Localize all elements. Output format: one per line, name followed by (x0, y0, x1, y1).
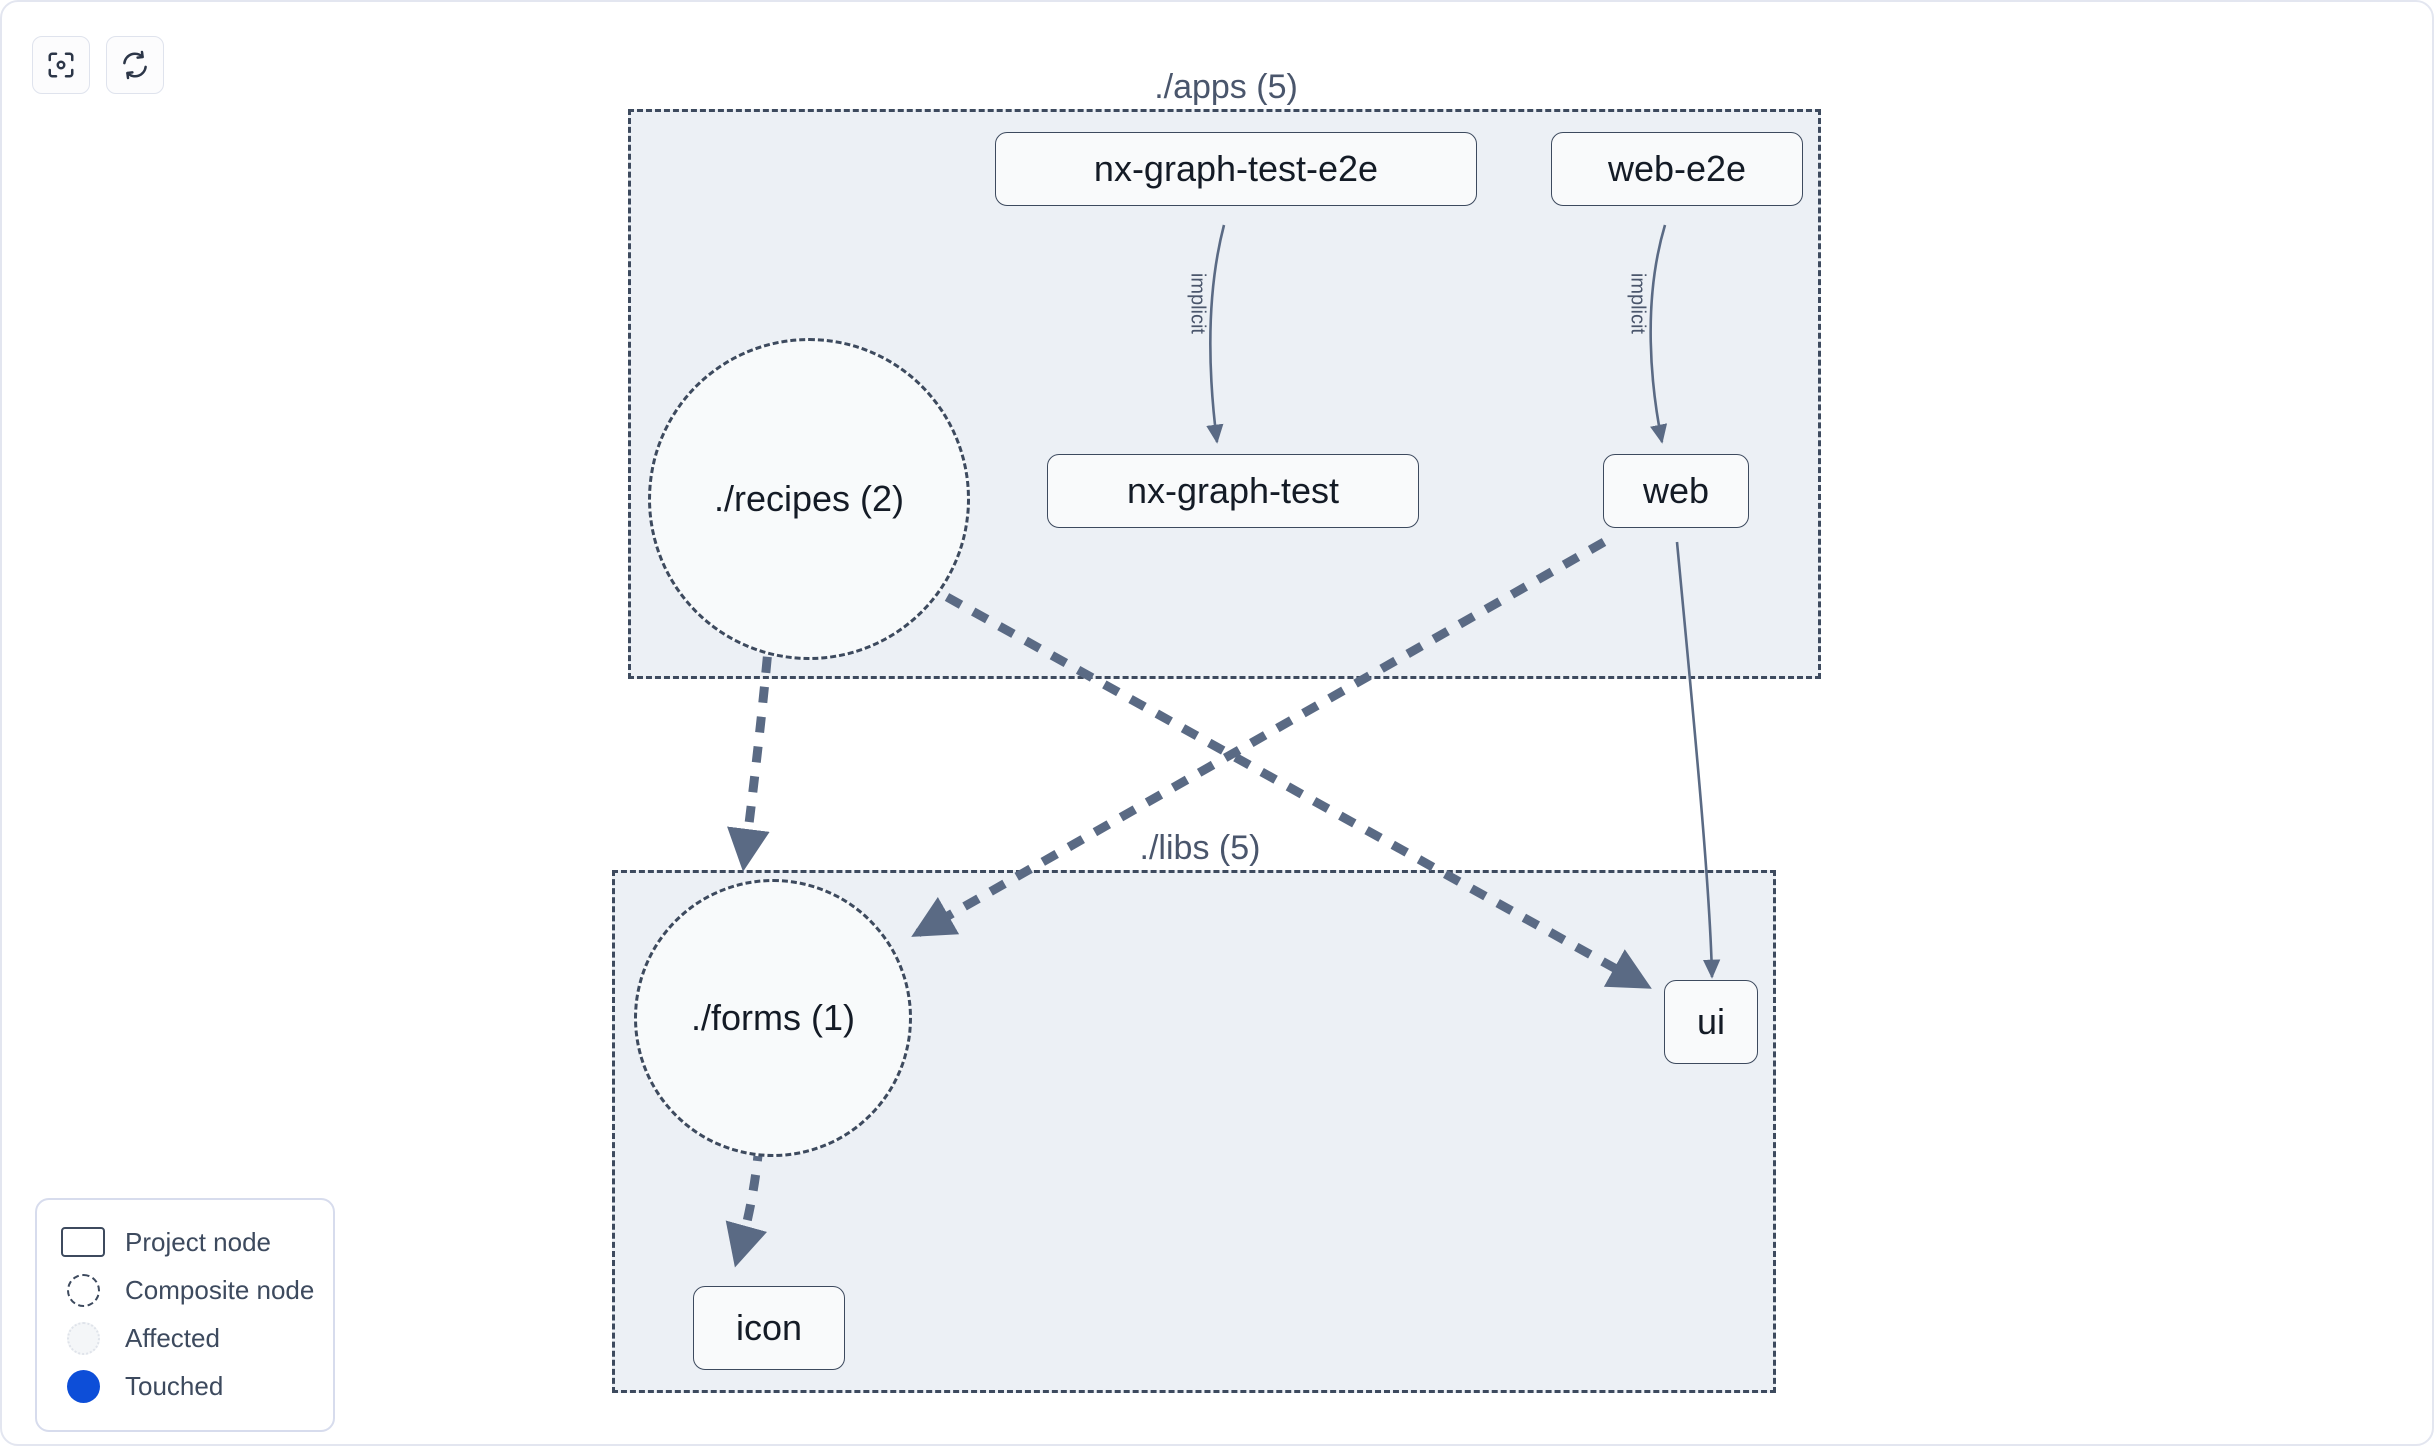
node-ui[interactable]: ui (1664, 980, 1758, 1064)
legend-label-composite-node: Composite node (125, 1275, 315, 1305)
legend-item-affected: Affected (59, 1314, 311, 1362)
touched-node-icon (59, 1369, 107, 1403)
node-web[interactable]: web (1603, 454, 1749, 528)
legend-item-touched: Touched (59, 1362, 311, 1410)
project-node-icon (59, 1227, 107, 1257)
group-label-apps: ./apps (5) (1154, 68, 1298, 106)
legend-label-project-node: Project node (125, 1227, 271, 1257)
legend-label-affected: Affected (125, 1323, 220, 1353)
node-web-e2e[interactable]: web-e2e (1551, 132, 1803, 206)
refresh-graph-button[interactable] (106, 36, 164, 94)
edge-label-implicit-web: implicit (1626, 272, 1649, 334)
focus-target-icon (46, 50, 76, 80)
group-label-libs: ./libs (5) (1139, 829, 1261, 867)
node-nx-graph-test-e2e[interactable]: nx-graph-test-e2e (995, 132, 1477, 206)
node-recipes[interactable]: ./recipes (2) (648, 338, 970, 660)
node-icon[interactable]: icon (693, 1286, 845, 1370)
graph-toolbar (32, 36, 164, 94)
edge-label-implicit-nx-graph-test: implicit (1186, 272, 1209, 334)
affected-node-icon (59, 1321, 107, 1355)
graph-legend: Project node Composite node Affected Tou… (35, 1198, 335, 1432)
legend-item-project-node: Project node (59, 1218, 311, 1266)
legend-label-touched: Touched (125, 1371, 224, 1401)
composite-node-icon (59, 1273, 107, 1307)
legend-item-composite-node: Composite node (59, 1266, 315, 1314)
node-nx-graph-test[interactable]: nx-graph-test (1047, 454, 1419, 528)
node-forms[interactable]: ./forms (1) (634, 879, 912, 1157)
refresh-icon (120, 50, 150, 80)
focus-graph-button[interactable] (32, 36, 90, 94)
